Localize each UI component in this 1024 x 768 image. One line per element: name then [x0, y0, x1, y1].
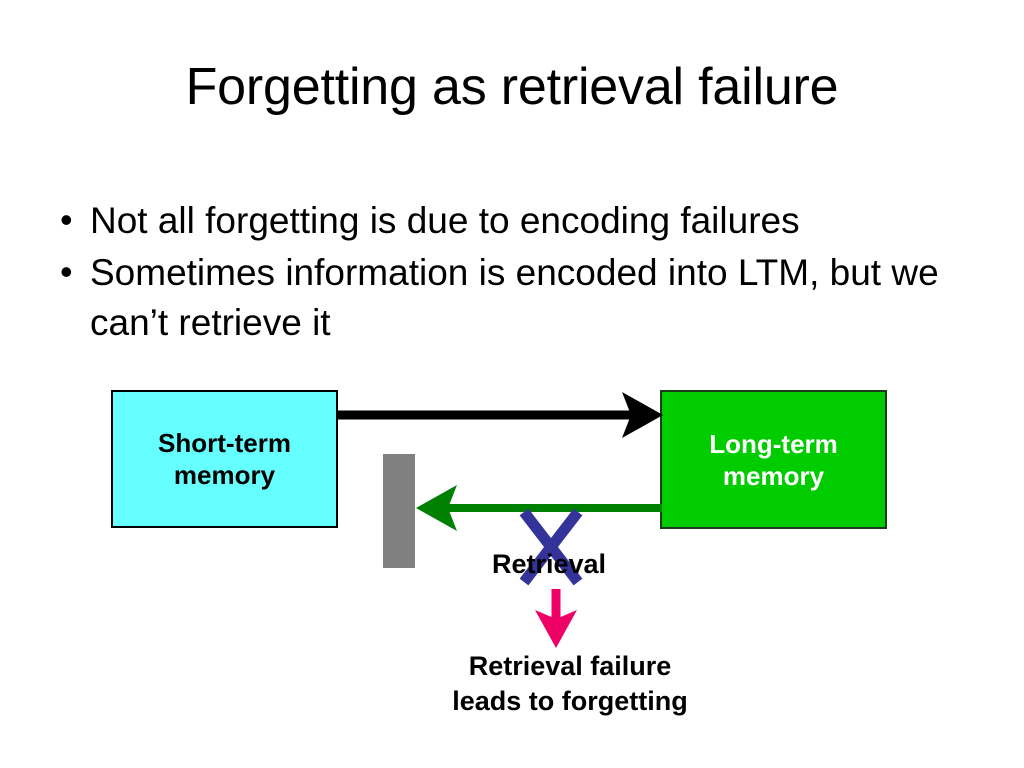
short-term-memory-box: Short-term memory — [111, 390, 338, 528]
retrieval-failure-caption-line1: Retrieval failure — [468, 651, 672, 681]
list-item: • Sometimes information is encoded into … — [60, 248, 1000, 348]
page-title: Forgetting as retrieval failure — [185, 58, 839, 116]
bullet-text: Not all forgetting is due to encoding fa… — [90, 200, 800, 241]
retrieval-label: Retrieval — [491, 549, 607, 579]
encoding-arrow-icon — [337, 392, 663, 438]
ltm-label-line1: Long-term — [709, 428, 838, 459]
bullet-marker-icon: • — [60, 251, 73, 292]
consequence-arrow-icon — [535, 589, 577, 648]
bullet-marker-icon: • — [60, 199, 73, 240]
stm-label-line2: memory — [173, 460, 276, 490]
retrieval-failure-caption: Retrieval failure leads to forgetting — [390, 649, 750, 719]
retrieval-arrow-icon — [416, 485, 662, 531]
retrieval-failure-caption-line2: leads to forgetting — [452, 686, 688, 716]
retrieval-barrier-bar — [383, 454, 415, 568]
long-term-memory-box: Long-term memory — [660, 390, 887, 529]
stm-label-line1: Short-term — [158, 428, 291, 458]
bullet-list: • Not all forgetting is due to encoding … — [60, 196, 1000, 350]
ltm-label-line2: memory — [722, 460, 825, 491]
list-item: • Not all forgetting is due to encoding … — [60, 196, 1000, 246]
bullet-text: Sometimes information is encoded into LT… — [90, 252, 939, 343]
